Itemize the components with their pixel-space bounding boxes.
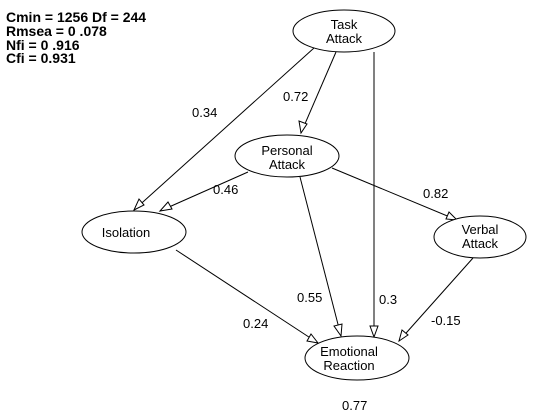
edge-task-isolation: [133, 47, 315, 211]
edge-isolation-emotional-arrowhead: [306, 333, 320, 344]
coef-personal-emotional: 0.55: [297, 290, 322, 305]
node-verbal-attack: Verbal Attack: [433, 215, 527, 259]
node-emotional-reaction: Emotional Reaction: [304, 335, 410, 381]
edge-personal-isolation: [159, 171, 249, 212]
coef-isolation-emotional: 0.24: [243, 316, 268, 331]
node-personal-attack: Personal Attack: [234, 134, 340, 178]
edge-task-isolation-arrowhead: [132, 198, 145, 212]
node-emotional-reaction-shape: [304, 335, 410, 381]
node-task-attack-shape: [292, 9, 396, 53]
coefficients: 0.34 0.72 0.46 0.82 0.55 0.3 0.24 -0.15: [192, 89, 461, 331]
fit-cmin-df: Cmin = 1256 Df = 244: [6, 9, 146, 25]
node-task-attack-label-2: Attack: [326, 31, 363, 46]
node-isolation-label: Isolation: [102, 225, 150, 240]
edge-verbal-emotional: [398, 257, 474, 342]
edge-personal-emotional: [299, 176, 342, 337]
r-squared-emotional-reaction: 0.77: [342, 398, 367, 413]
node-verbal-attack-label-1: Verbal: [462, 222, 499, 237]
edge-task-personal: [300, 51, 337, 134]
coef-personal-verbal: 0.82: [423, 186, 448, 201]
node-verbal-attack-label-2: Attack: [462, 236, 499, 251]
fit-cfi: Cfi = 0.931: [6, 50, 76, 66]
node-personal-attack-label-1: Personal: [261, 143, 312, 158]
fit-indices: Cmin = 1256 Df = 244 Rmsea = 0 .078 Nfi …: [6, 9, 146, 66]
coef-task-isolation: 0.34: [192, 105, 217, 120]
edge-task-emotional-arrowhead: [369, 325, 379, 339]
node-emotional-reaction-label-1: Emotional: [320, 344, 378, 359]
coef-task-personal: 0.72: [283, 89, 308, 104]
coef-verbal-emotional: -0.15: [431, 313, 461, 328]
edge-personal-verbal-arrowhead: [445, 211, 459, 221]
node-emotional-reaction-label-2: Reaction: [323, 358, 374, 373]
edge-isolation-emotional: [175, 249, 319, 344]
node-task-attack: Task Attack: [292, 9, 396, 53]
node-isolation-shape: [81, 210, 187, 254]
node-task-attack-label-1: Task: [331, 17, 358, 32]
coef-task-emotional: 0.3: [379, 292, 397, 307]
node-isolation: Isolation: [81, 210, 187, 254]
edge-personal-emotional-arrowhead: [333, 323, 343, 338]
edges: [132, 47, 474, 344]
coef-personal-isolation: 0.46: [213, 182, 238, 197]
edge-personal-verbal: [331, 167, 458, 221]
edge-verbal-emotional-arrowhead: [398, 329, 409, 343]
node-personal-attack-shape: [234, 134, 340, 178]
node-personal-attack-label-2: Attack: [269, 157, 306, 172]
edge-personal-isolation-arrowhead: [158, 201, 173, 212]
fit-rmsea: Rmsea = 0 .078: [6, 23, 107, 39]
fit-nfi: Nfi = 0 .916: [6, 37, 80, 53]
edge-task-personal-arrowhead: [298, 120, 308, 135]
node-verbal-attack-shape: [433, 215, 527, 259]
